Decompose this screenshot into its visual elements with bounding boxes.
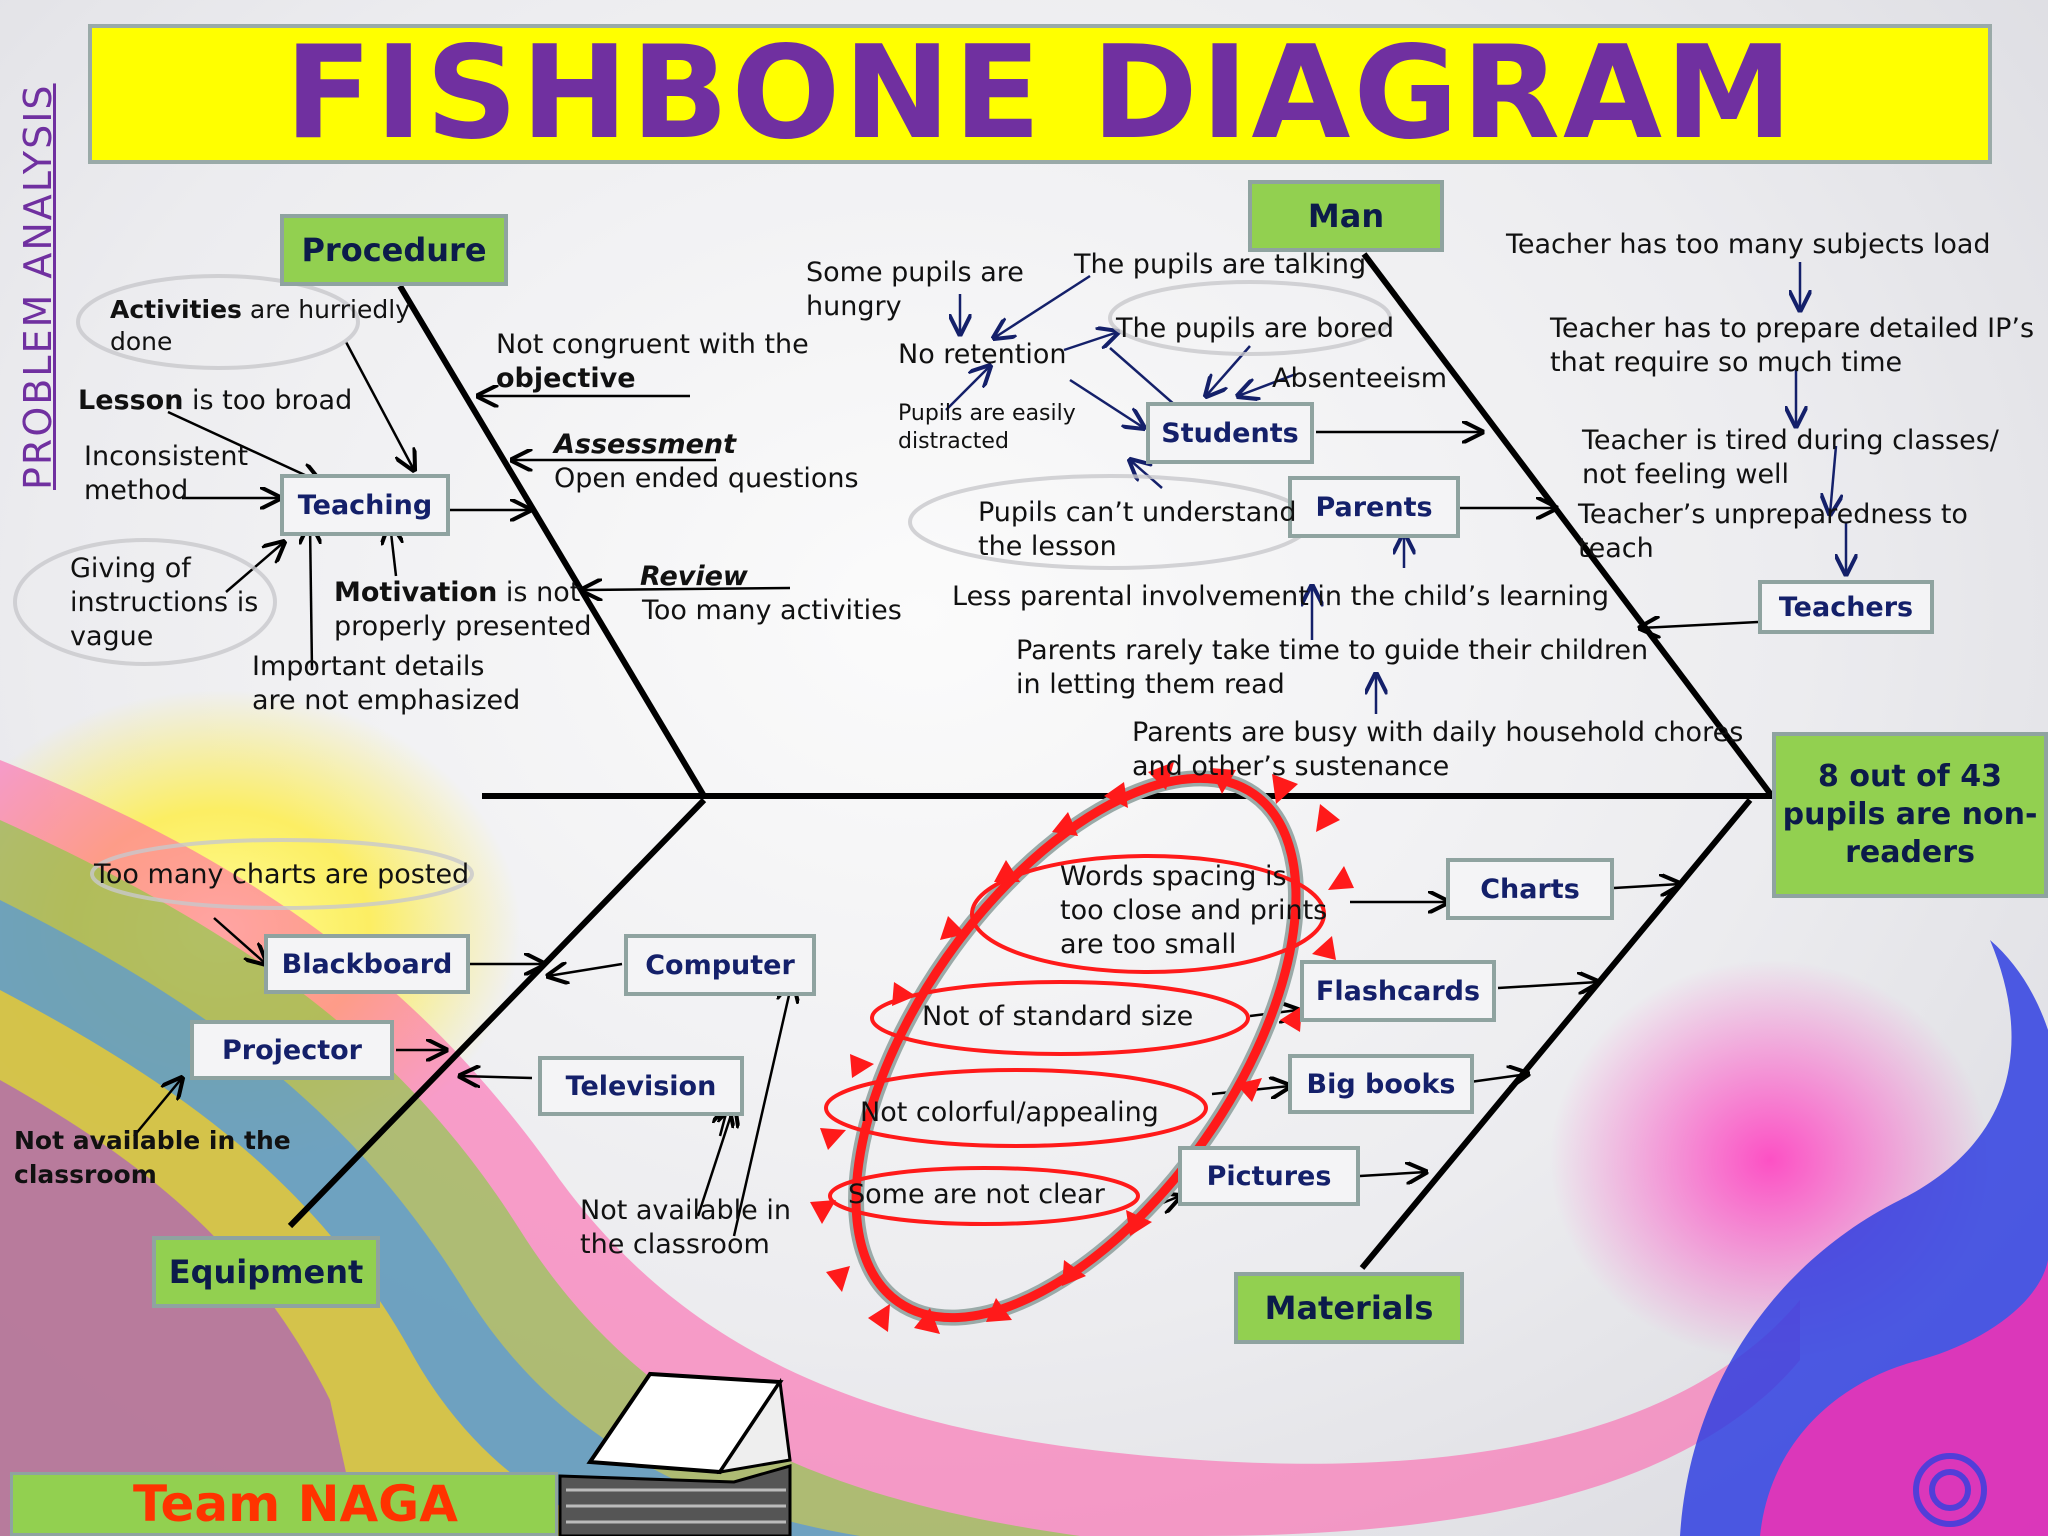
note-distracted: Pupils are easily distracted <box>898 401 1076 454</box>
sub-students[interactable]: Students <box>1146 402 1314 464</box>
book-illustration <box>558 1371 792 1536</box>
note-bored: The pupils are bored <box>1116 313 1395 344</box>
note-absenteeism: Absenteeism <box>1272 363 1448 394</box>
procedure-bone <box>397 284 707 798</box>
note-busy-parents: Parents are busy with daily household ch… <box>1132 717 1744 782</box>
note-standard-size: Not of standard size <box>922 1001 1194 1032</box>
sub-blackboard[interactable]: Blackboard <box>264 934 470 994</box>
page-title: FISHBONE DIAGRAM <box>284 19 1796 168</box>
note-giving-instructions: Giving of instructions is vague <box>70 553 259 652</box>
sub-pictures[interactable]: Pictures <box>1178 1146 1360 1206</box>
sub-charts[interactable]: Charts <box>1446 858 1614 920</box>
note-activities: Activities are hurriedly done <box>110 295 410 356</box>
sub-computer[interactable]: Computer <box>624 934 816 996</box>
note-no-retention: No retention <box>898 339 1067 370</box>
equipment-bone <box>287 797 707 1229</box>
category-materials[interactable]: Materials <box>1234 1272 1464 1344</box>
category-equipment[interactable]: Equipment <box>152 1236 380 1308</box>
note-inconsistent: Inconsistent method <box>84 441 249 506</box>
note-rarely-time: Parents rarely take time to guide their … <box>1016 635 1649 700</box>
note-not-congruent: Not congruent with the <box>496 329 809 360</box>
materials-bone <box>1359 798 1753 1270</box>
colorful-oval <box>824 1068 1208 1148</box>
standard-oval <box>870 980 1250 1056</box>
note-unprepared: Teacher’s unpreparedness to teach <box>1578 499 1968 564</box>
note-motivation: Motivation is not properly presented <box>334 577 592 642</box>
note-open-ended: Open ended questions <box>554 463 859 494</box>
note-subjects-load: Teacher has too many subjects load <box>1506 229 1991 260</box>
effect-box: 8 out of 43 pupils are non- readers <box>1772 732 2048 898</box>
note-colorful: Not colorful/appealing <box>860 1097 1159 1128</box>
note-talking: The pupils are talking <box>1074 249 1367 280</box>
note-not-available-projector: Not available in the classroom <box>14 1126 291 1189</box>
sub-flashcards[interactable]: Flashcards <box>1300 960 1496 1022</box>
problem-ring <box>851 773 1301 1323</box>
note-less-parental: Less parental involvement in the child’s… <box>952 581 1609 612</box>
note-review: Review <box>640 561 748 592</box>
note-words-spacing: Words spacing is too close and prints ar… <box>1060 861 1328 960</box>
note-lesson: Lesson is too broad <box>78 385 353 416</box>
note-charts-posted: Too many charts are posted <box>94 859 470 890</box>
note-assessment: Assessment <box>554 429 737 460</box>
title-banner: FISHBONE DIAGRAM <box>88 24 1992 164</box>
note-not-available-tv: Not available in the classroom <box>580 1195 791 1260</box>
spiral-inner <box>1929 1469 1971 1511</box>
sub-parents[interactable]: Parents <box>1288 476 1460 538</box>
sub-television[interactable]: Television <box>538 1056 744 1116</box>
sub-teaching[interactable]: Teaching <box>280 474 450 536</box>
sub-big-books[interactable]: Big books <box>1288 1054 1474 1114</box>
note-hungry: Some pupils are hungry <box>806 257 1024 322</box>
category-man[interactable]: Man <box>1248 180 1444 252</box>
note-not-clear: Some are not clear <box>848 1179 1105 1210</box>
sub-teachers[interactable]: Teachers <box>1758 580 1934 634</box>
note-important-details: Important details are not emphasized <box>252 651 521 716</box>
sub-projector[interactable]: Projector <box>190 1020 394 1080</box>
category-procedure[interactable]: Procedure <box>280 214 508 286</box>
note-detailed-ips: Teacher has to prepare detailed IP’s tha… <box>1550 313 2035 378</box>
man-bone <box>1361 252 1775 798</box>
spiral <box>1913 1453 1987 1527</box>
note-too-many-activities: Too many activities <box>642 595 902 626</box>
not-clear-oval <box>828 1166 1140 1226</box>
note-objective: objective <box>496 363 636 394</box>
spacing-oval <box>970 854 1326 974</box>
purple-wave <box>0 1080 360 1536</box>
side-label: PROBLEM ANALYSIS <box>16 83 60 490</box>
note-tired: Teacher is tired during classes/ not fee… <box>1582 425 1999 490</box>
note-cant-understand: Pupils can’t understand the lesson <box>978 497 1297 562</box>
team-label: Team NAGA <box>10 1472 558 1536</box>
